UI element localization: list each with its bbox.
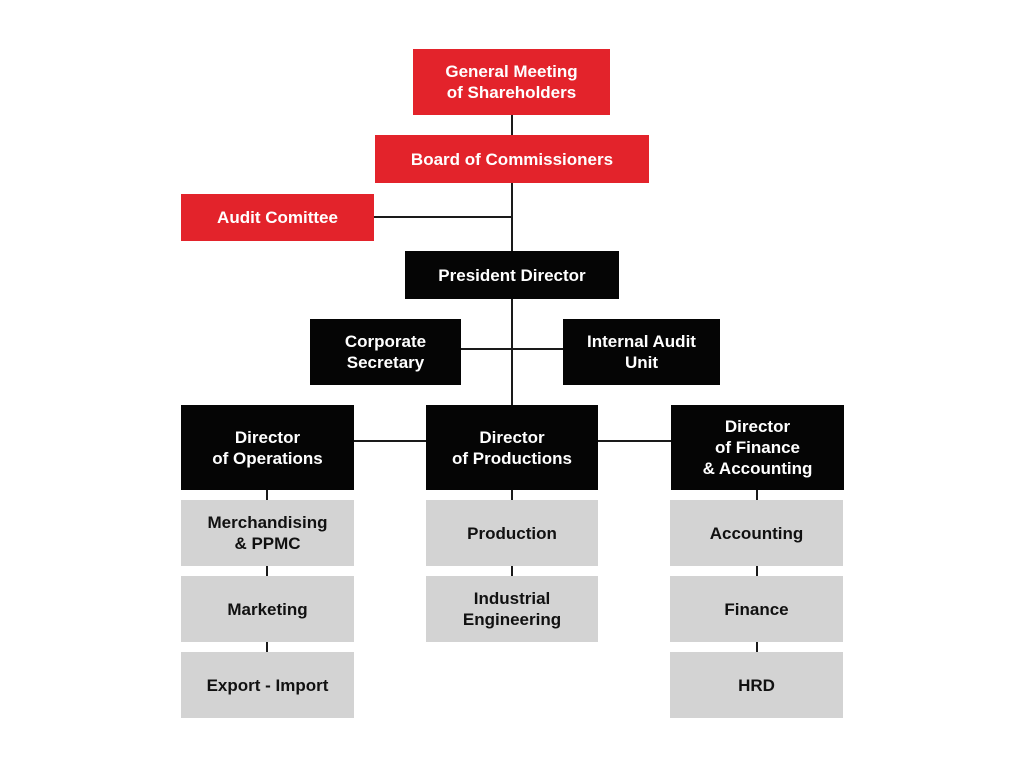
dept-merchandising-box: Merchandising & PPMC	[181, 500, 354, 566]
shareholders-box: General Meeting of Shareholders	[413, 49, 610, 115]
internal-audit-unit-box: Internal Audit Unit	[563, 319, 720, 385]
dept-production-box: Production	[426, 500, 598, 566]
corporate-secretary-box: Corporate Secretary	[310, 319, 461, 385]
commissioners-box: Board of Commissioners	[375, 135, 649, 183]
president-director-box: President Director	[405, 251, 619, 299]
dept-hrd-box: HRD	[670, 652, 843, 718]
dept-export-import-box: Export - Import	[181, 652, 354, 718]
dept-marketing-box: Marketing	[181, 576, 354, 642]
director-productions-box: Director of Productions	[426, 405, 598, 490]
dept-accounting-box: Accounting	[670, 500, 843, 566]
director-operations-box: Director of Operations	[181, 405, 354, 490]
audit-committee-box: Audit Comittee	[181, 194, 374, 241]
director-finance-box: Director of Finance & Accounting	[671, 405, 844, 490]
dept-industrial-engineering-box: Industrial Engineering	[426, 576, 598, 642]
dept-finance-box: Finance	[670, 576, 843, 642]
